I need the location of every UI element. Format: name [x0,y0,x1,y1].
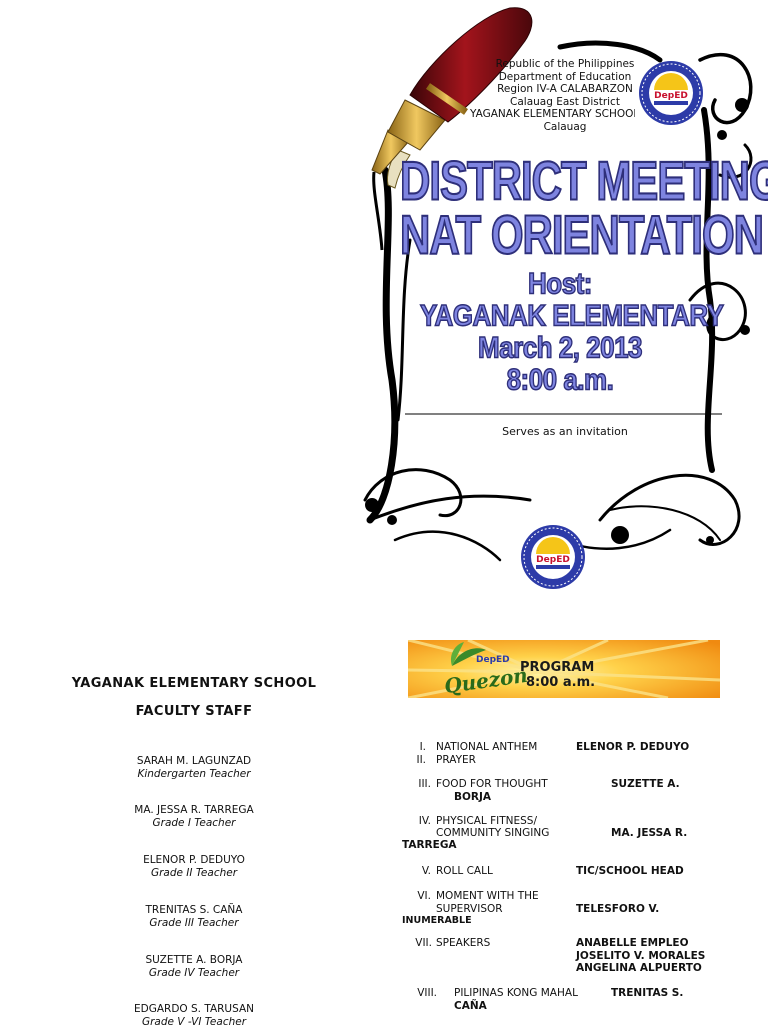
event-time: 8:00 a.m. [506,361,615,397]
staff-role: Grade III Teacher [149,917,239,929]
staff-entry: SUZETTE A. BORJA Grade IV Teacher [60,954,328,980]
staff-name: SUZETTE A. BORJA [145,954,243,966]
program-item-number: IV. [418,815,431,827]
program-item-number: VII. [415,937,432,949]
program-item-title: PRAYER [436,754,476,766]
staff-name: SARAH M. LAGUNZAD [136,755,252,767]
staff-entry: ELENOR P. DEDUYO Grade II Teacher [60,854,328,880]
program-banner: DepED Quezon [408,640,720,698]
program-title: PROGRAM [520,660,595,675]
event-title-line1: DISTRICT MEETING [399,149,768,212]
program-item-title: PHYSICAL FITNESS/ [436,815,538,827]
program-item-number: II. [416,754,426,766]
program-item-title: NATIONAL ANTHEM [436,741,538,753]
faculty-school-name: YAGANAK ELEMENTARY SCHOOL [71,676,317,691]
staff-entry: EDGARDO S. TARUSAN Grade V -VI Teacher [60,1003,328,1029]
staff-entry: SARAH M. LAGUNZAD Kindergarten Teacher [60,755,328,781]
program-item-title: ROLL CALL [436,865,493,877]
event-date: March 2, 2013 [477,329,643,365]
staff-name: ELENOR P. DEDUYO [143,854,245,866]
header-region: Region IV-A CALABARZON [497,83,633,95]
staff-role: Grade I Teacher [152,817,236,829]
program-item-person: TIC/SCHOOL HEAD [576,865,684,877]
program-item-number: III. [418,778,431,790]
staff-role: Grade II Teacher [150,867,238,879]
deped-seal-icon: DepED [521,525,585,589]
program-item-person: MA. JESSA R. [611,827,688,839]
program-item-title: PILIPINAS KONG MAHAL [454,987,578,999]
program-item-person-cont: CAÑA [454,1000,487,1012]
staff-name: EDGARDO S. TARUSAN [133,1003,255,1015]
faculty-staff-title: FACULTY STAFF [135,704,253,719]
event-title-line2: NAT ORIENTATION [399,203,765,266]
program-item-person: ANABELLE EMPLEO [576,937,689,949]
program-item-person: TELESFORO V. [576,903,660,915]
program-item-person: ELENOR P. DEDUYO [576,741,690,753]
host-label: Host: [527,265,593,301]
program-item-number: VIII. [417,987,437,999]
header-school: YAGANAK ELEMENTARY SCHOOL [470,108,635,120]
program-item-title-cont: SUPERVISOR [436,903,503,915]
header-department: Department of Education [498,71,632,83]
quezon-leaf-icon [450,642,486,666]
program-time: 8:00 a.m. [526,675,596,690]
header-district: Calauag East District [510,96,620,108]
program-item-person-cont: INUMERABLE [402,915,472,926]
staff-entry: MA. JESSA R. TARREGA Grade I Teacher [60,804,328,830]
fountain-pen-icon [371,7,533,251]
staff-role: Kindergarten Teacher [137,768,251,780]
program-item-title: MOMENT WITH THE [436,890,539,902]
staff-name: MA. JESSA R. TARREGA [134,804,254,816]
program-item-person: TRENITAS S. [611,987,684,999]
program-item-title: SPEAKERS [436,937,491,949]
deped-seal-icon: DepED [639,61,703,125]
program-item-number: I. [419,741,426,753]
staff-entry: TRENITAS S. CAÑA Grade III Teacher [60,904,328,930]
program-item-person: SUZETTE A. [611,778,680,790]
program-item-person-cont: BORJA [454,791,492,803]
seal-text: DepED [536,555,570,565]
program-item-number: V. [421,865,431,877]
staff-role: Grade V -VI Teacher [141,1016,247,1028]
program-item-person-cont: TARREGA [402,839,457,851]
program-item-person: ANGELINA ALPUERTO [576,962,702,974]
staff-name: TRENITAS S. CAÑA [145,904,243,916]
program-item-person: JOSELITO V. MORALES [576,950,706,962]
host-name: YAGANAK ELEMENTARY [419,297,724,333]
seal-text: DepED [654,91,688,101]
header-republic: Republic of the Philippines [495,58,635,70]
staff-role: Grade IV Teacher [148,967,240,979]
header-town: Calauag [543,121,587,133]
program-item-title-cont: COMMUNITY SINGING [436,827,550,839]
program-item-title: FOOD FOR THOUGHT [436,778,548,790]
program-item-number: VI. [417,890,431,902]
banner-logo-top: DepED [476,655,510,665]
invitation-note: Serves as an invitation [502,425,628,438]
